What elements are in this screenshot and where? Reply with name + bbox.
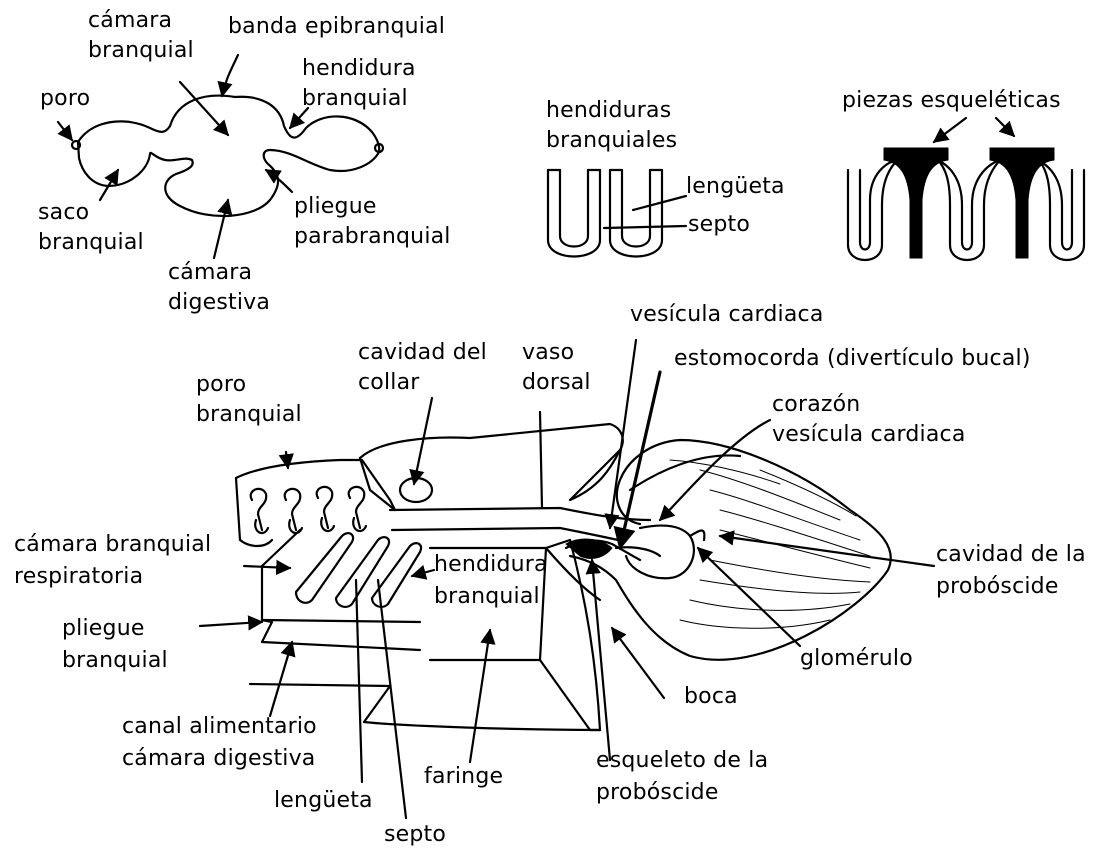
label-glomerulo: glomérulo [800,644,913,674]
label-piezas-esqueleticas: piezas esqueléticas [842,86,1061,116]
ptr-glomerulo [698,548,800,646]
pliegue-line [262,620,420,622]
pharynx-block-top [430,540,570,548]
label-hendidura-fig4-2: branquial [434,582,540,612]
proboscis-inner-top [630,455,740,490]
fig2-u1-inner [560,170,588,247]
fig3-inner [860,158,1072,250]
ptr-corazon [660,420,770,520]
ptr-poro [58,122,72,140]
pharynx-block-bottom [540,660,600,730]
ptr-cavidad-proboscide [720,536,934,566]
label-vaso-1: vaso [522,338,574,368]
fig2-u1-outer [548,170,600,257]
ptr-pliegue [266,170,292,192]
label-vesicula-cardiaca: vesícula cardiaca [630,300,824,330]
label-lengueta-fig2: lengüeta [686,172,785,202]
ptr-pliegue-branquial [200,622,262,626]
collar-cavity [400,478,432,502]
ptr-septo-4 [378,580,406,818]
ptr-camara-digestiva [214,200,228,258]
label-corazon-2: vesícula cardiaca [772,420,966,450]
label-septo-fig4: septo [384,820,446,850]
stomochord-line [616,547,660,556]
pore-loop-4 [349,487,365,528]
label-esqueleto-1: esqueleto de la [596,746,768,776]
label-banda-epibranquial: banda epibranquial [228,12,445,42]
label-camara-resp-2: respiratoria [14,562,143,592]
label-cavidad-collar-2: collar [358,368,420,398]
label-hendidura-1: hendidura [302,54,416,84]
pharynx-top-diag [262,530,300,566]
ptr-estomocorda [620,372,660,548]
label-lengueta-fig4: lengüeta [274,786,373,816]
label-pliegue-para-1: pliegue [294,192,377,222]
fig2-u2-outer [610,170,662,257]
label-canal-2: cámara digestiva [122,744,316,774]
pharynx-left [262,566,420,650]
ptr-boca [612,628,664,698]
label-esqueleto-2: probóscide [596,778,719,808]
ptr-pieza-1 [934,118,966,142]
label-cavidad-proboscide-2: probóscide [936,572,1059,602]
label-camara-branquial-2: branquial [88,36,194,66]
label-hendiduras-1: hendiduras [546,96,671,126]
gill-slit-1 [296,533,353,603]
ptr-hendidura-4 [412,570,434,576]
label-camara-resp-1: cámara branquial [14,530,211,560]
label-saco-2: branquial [38,228,144,258]
label-vaso-2: dorsal [522,368,591,398]
ptr-camara-respiratoria [244,566,290,568]
label-camara-branquial-1: cámara [88,6,172,36]
pore-loop-1 [251,489,267,530]
ptr-canal [270,642,292,716]
ptr-faringe [470,630,490,762]
label-hendidura-2: branquial [302,84,408,114]
label-canal-1: canal alimentario [122,712,317,742]
label-hendiduras-2: branquiales [546,126,677,156]
label-saco-1: saco [38,198,89,228]
ptr-lengueta [633,196,686,210]
label-pliegue-branquial-1: pliegue [62,614,145,644]
label-poro-branquial-1: poro [196,370,246,400]
label-camara-dig-2: digestiva [168,288,270,318]
label-poro: poro [40,84,90,114]
label-corazon-1: corazón [772,390,860,420]
label-estomocorda: estomocorda (divertículo bucal) [674,344,1031,374]
ptr-cavidad-collar [414,398,432,484]
pore-loop-2 [285,489,301,530]
fig2-slits [548,170,686,257]
ptr-camara-branquial [180,82,228,135]
fig3-skeleton [848,118,1084,260]
label-hendidura-fig4-1: hendidura [434,550,548,580]
branchial-left [236,478,272,546]
pore-loop-3 [317,487,333,528]
pharynx-block-right [570,540,600,730]
label-pliegue-branquial-2: branquial [62,646,168,676]
branchial-top [236,460,395,510]
label-pliegue-para-2: parabranquial [294,222,451,252]
dorsal-line-2 [392,528,618,540]
label-cavidad-collar-1: cavidad del [358,338,487,368]
label-camara-dig-1: cámara [168,258,252,288]
ptr-banda [222,55,238,96]
proboscis-fibres [670,460,870,628]
heart-loop [626,526,694,579]
label-boca: boca [684,682,738,712]
ptr-lengueta-4 [356,580,362,782]
label-faringe: faringe [424,762,503,792]
label-cavidad-proboscide-1: cavidad de la [936,540,1086,570]
label-septo-fig2: septo [688,210,750,240]
ptr-pieza-2 [996,118,1014,136]
label-poro-branquial-2: branquial [196,400,302,430]
ptr-septo [604,226,686,228]
gill-slit-2 [336,537,389,607]
vaso-dorsal-line [540,412,542,508]
